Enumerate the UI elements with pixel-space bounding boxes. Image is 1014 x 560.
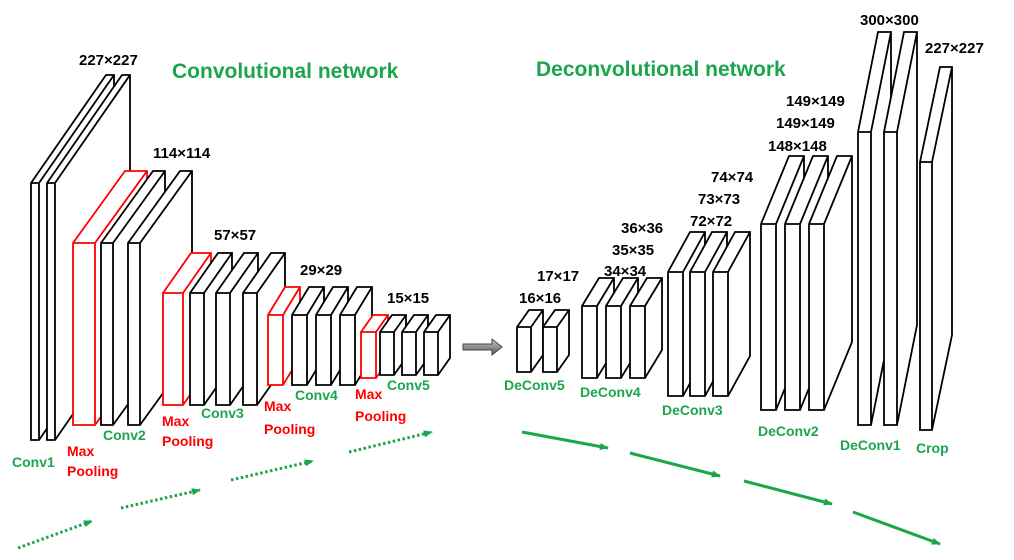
label-pool2-pooling: Pooling	[162, 433, 213, 449]
deconv-flow-arrows	[521, 430, 941, 546]
label-pool2-max: Max	[162, 413, 189, 429]
network-transition-arrow	[462, 337, 503, 357]
slab-conv5-c	[423, 314, 451, 376]
label-deconv3: DeConv3	[662, 402, 723, 418]
flow-arrow	[230, 459, 314, 482]
flow-arrow	[743, 479, 833, 506]
conv-flow-arrows	[17, 430, 433, 550]
flow-arrow	[629, 451, 721, 478]
label-deconv4: DeConv4	[580, 384, 641, 400]
dim-label: 73×73	[698, 191, 740, 208]
dim-label: 29×29	[300, 262, 342, 279]
label-deconv2: DeConv2	[758, 423, 819, 439]
slab-deconv5-b	[542, 309, 570, 373]
dim-label: 34×34	[604, 263, 647, 280]
label-conv3: Conv3	[201, 405, 244, 421]
dim-label: 36×36	[621, 220, 663, 237]
dim-label: 17×17	[537, 268, 579, 285]
dim-label: 148×148	[768, 138, 827, 155]
flow-arrow	[521, 430, 609, 451]
dim-label: 149×149	[786, 93, 845, 110]
slab-deconv3-c	[712, 231, 751, 397]
slab-deconv4-c	[629, 277, 663, 379]
label-pool3-max: Max	[264, 398, 291, 414]
title-deconvolutional: Deconvolutional network	[536, 58, 786, 81]
label-pool4-max: Max	[355, 386, 382, 402]
label-conv2: Conv2	[103, 427, 146, 443]
dimension-labels: 227×227 114×114 57×57 29×29 15×15 16×16 …	[79, 12, 984, 307]
label-pool1-max: Max	[67, 443, 94, 459]
flow-arrow	[17, 519, 93, 550]
dim-label: 114×114	[153, 145, 211, 162]
flow-arrow	[120, 488, 201, 510]
dim-label: 227×227	[925, 40, 984, 57]
label-conv5: Conv5	[387, 377, 430, 393]
flow-arrow	[348, 430, 433, 454]
label-conv4: Conv4	[295, 387, 338, 403]
slab-conv5-a	[379, 314, 407, 376]
conv-layer-labels: Conv1 Max Pooling Conv2 Max Pooling Conv…	[12, 377, 430, 479]
slab-deconv2-c	[808, 155, 853, 411]
label-pool1-pooling: Pooling	[67, 463, 118, 479]
slab-crop	[919, 66, 953, 431]
dim-label: 74×74	[711, 169, 754, 186]
dim-label: 149×149	[776, 115, 835, 132]
deconv-layer-labels: DeConv5 DeConv4 DeConv3 DeConv2 DeConv1 …	[504, 377, 949, 456]
dim-label: 227×227	[79, 52, 138, 69]
dim-label: 35×35	[612, 242, 654, 259]
label-deconv1: DeConv1	[840, 437, 901, 453]
layer-slabs	[30, 31, 953, 441]
dim-label: 72×72	[690, 213, 732, 230]
slab-deconv1-b	[883, 31, 918, 426]
slab-deconv5-a	[516, 309, 544, 373]
label-pool3-pooling: Pooling	[264, 421, 315, 437]
dim-label: 16×16	[519, 290, 561, 307]
title-convolutional: Convolutional network	[172, 60, 399, 83]
flow-arrow	[852, 510, 941, 546]
dim-label: 57×57	[214, 227, 256, 244]
label-conv1: Conv1	[12, 454, 55, 470]
dim-label: 15×15	[387, 290, 429, 307]
label-crop: Crop	[916, 440, 949, 456]
label-pool4-pooling: Pooling	[355, 408, 406, 424]
label-deconv5: DeConv5	[504, 377, 565, 393]
dim-label: 300×300	[860, 12, 919, 29]
